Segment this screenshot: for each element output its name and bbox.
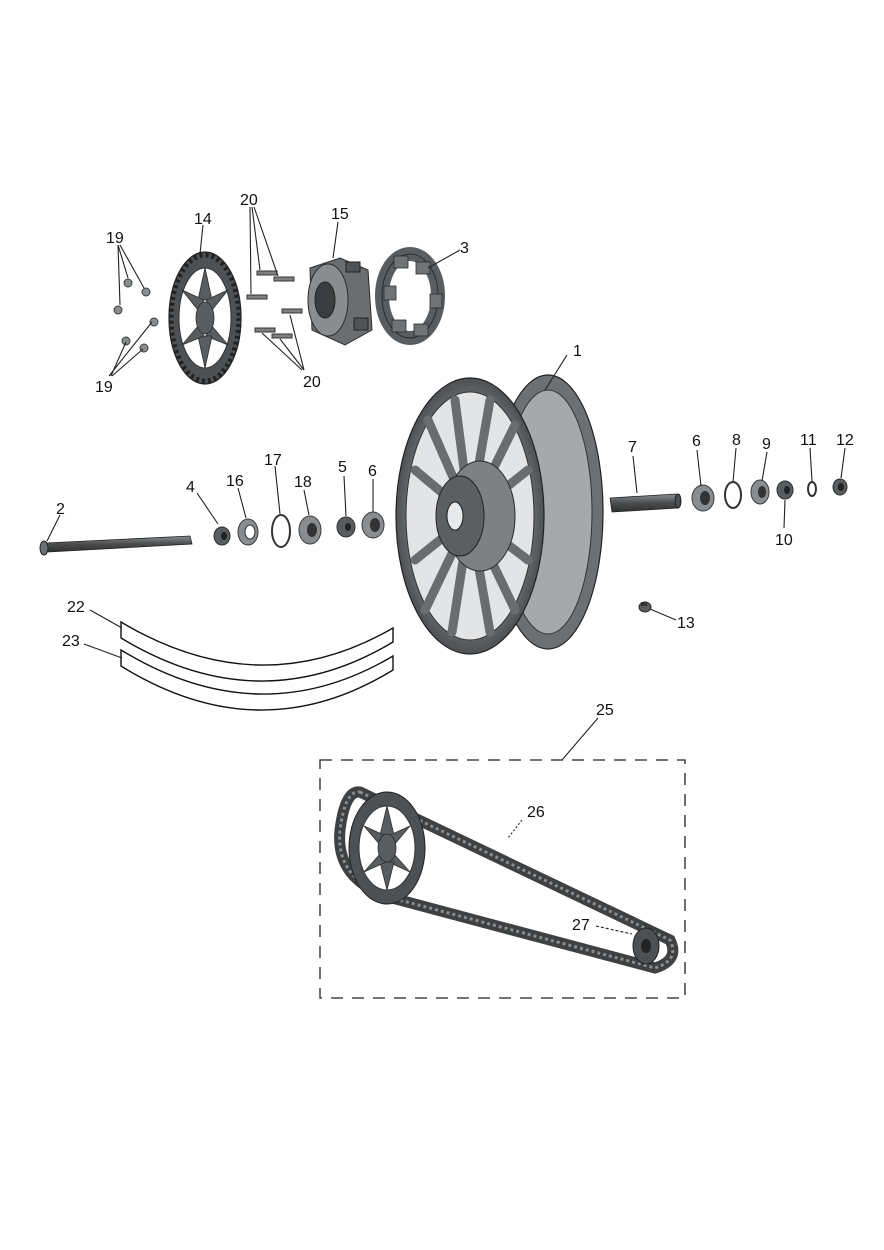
kit-rear-sprocket [348,791,426,905]
callout-15: 15 [331,206,349,223]
callout-8: 8 [732,432,741,449]
callout-1: 1 [573,343,582,360]
sprocket-nuts [113,278,159,353]
callout-6-right: 6 [692,433,701,450]
cush-drive-rubbers [375,247,445,345]
callout-20-top: 20 [240,192,258,209]
callout-13: 13 [677,615,695,632]
tyre-valve [638,601,652,613]
callout-labels: 1 2 3 4 5 6 7 6 8 9 10 11 12 13 14 15 16… [56,192,854,934]
drive-chain-kit-box [319,759,686,999]
callout-22: 22 [67,599,85,616]
sprocket-studs [246,270,303,339]
callout-10: 10 [775,532,793,549]
front-sprocket [632,927,660,965]
callout-7: 7 [628,439,637,456]
callout-19-bottom: 19 [95,379,113,396]
callout-3: 3 [460,240,469,257]
right-spacers-bearings [609,478,848,513]
left-spacers-bearings [213,511,385,548]
callout-18: 18 [294,474,312,491]
callout-12: 12 [836,432,854,449]
callout-26: 26 [527,804,545,821]
callout-4: 4 [186,479,195,496]
rear-wheel [395,374,604,655]
callout-11: 11 [800,432,817,449]
wheel-axle [39,535,193,556]
callout-6-left: 6 [368,463,377,480]
callout-2: 2 [56,501,65,518]
callout-9: 9 [762,436,771,453]
callout-5: 5 [338,459,347,476]
sprocket-carrier [307,257,373,346]
callout-17: 17 [264,452,282,469]
callout-23: 23 [62,633,80,650]
wheel-stripes [120,620,394,711]
callout-14: 14 [194,211,212,228]
callout-25: 25 [596,702,614,719]
callout-20-bottom: 20 [303,374,321,391]
callout-19-top: 19 [106,230,124,247]
callout-27: 27 [572,917,590,934]
rear-sprocket [168,251,242,385]
leader-lines [46,206,846,935]
callout-16: 16 [226,473,244,490]
